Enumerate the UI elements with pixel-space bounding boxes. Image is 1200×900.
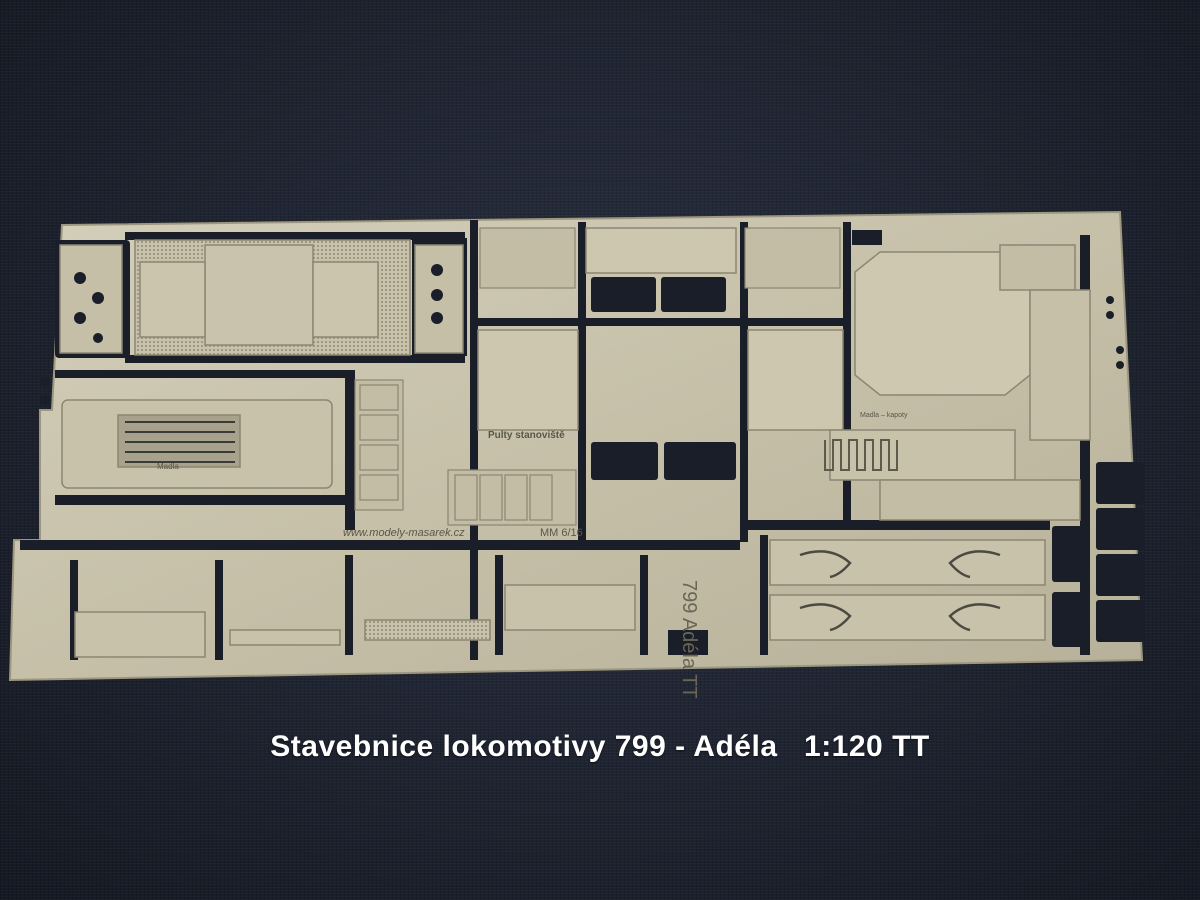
etched-vertical-title: 799 Adéla TT [678, 580, 700, 699]
etched-label-madla: Madla [157, 462, 179, 471]
etched-label-madla-kapoty: Madla – kapoty [860, 412, 908, 419]
bogie-frame-part [61, 399, 333, 489]
step-plates [354, 379, 577, 526]
etched-label-pulty: Pulty stanoviště [488, 430, 565, 441]
grille-lines [125, 421, 235, 463]
pivot-brackets [799, 550, 1001, 632]
etched-code: MM 6/16 [540, 527, 583, 539]
bottom-parts [74, 539, 1046, 658]
small-brackets [479, 227, 841, 289]
etched-url: www.modely-masarek.cz [343, 527, 465, 539]
radiator-coils [824, 439, 898, 471]
right-panel [829, 244, 1091, 521]
photo-caption: Stavebnice lokomotivy 799 - Adéla 1:120 … [270, 730, 930, 763]
upper-left-parts [59, 239, 464, 356]
cab-plate [477, 227, 844, 431]
